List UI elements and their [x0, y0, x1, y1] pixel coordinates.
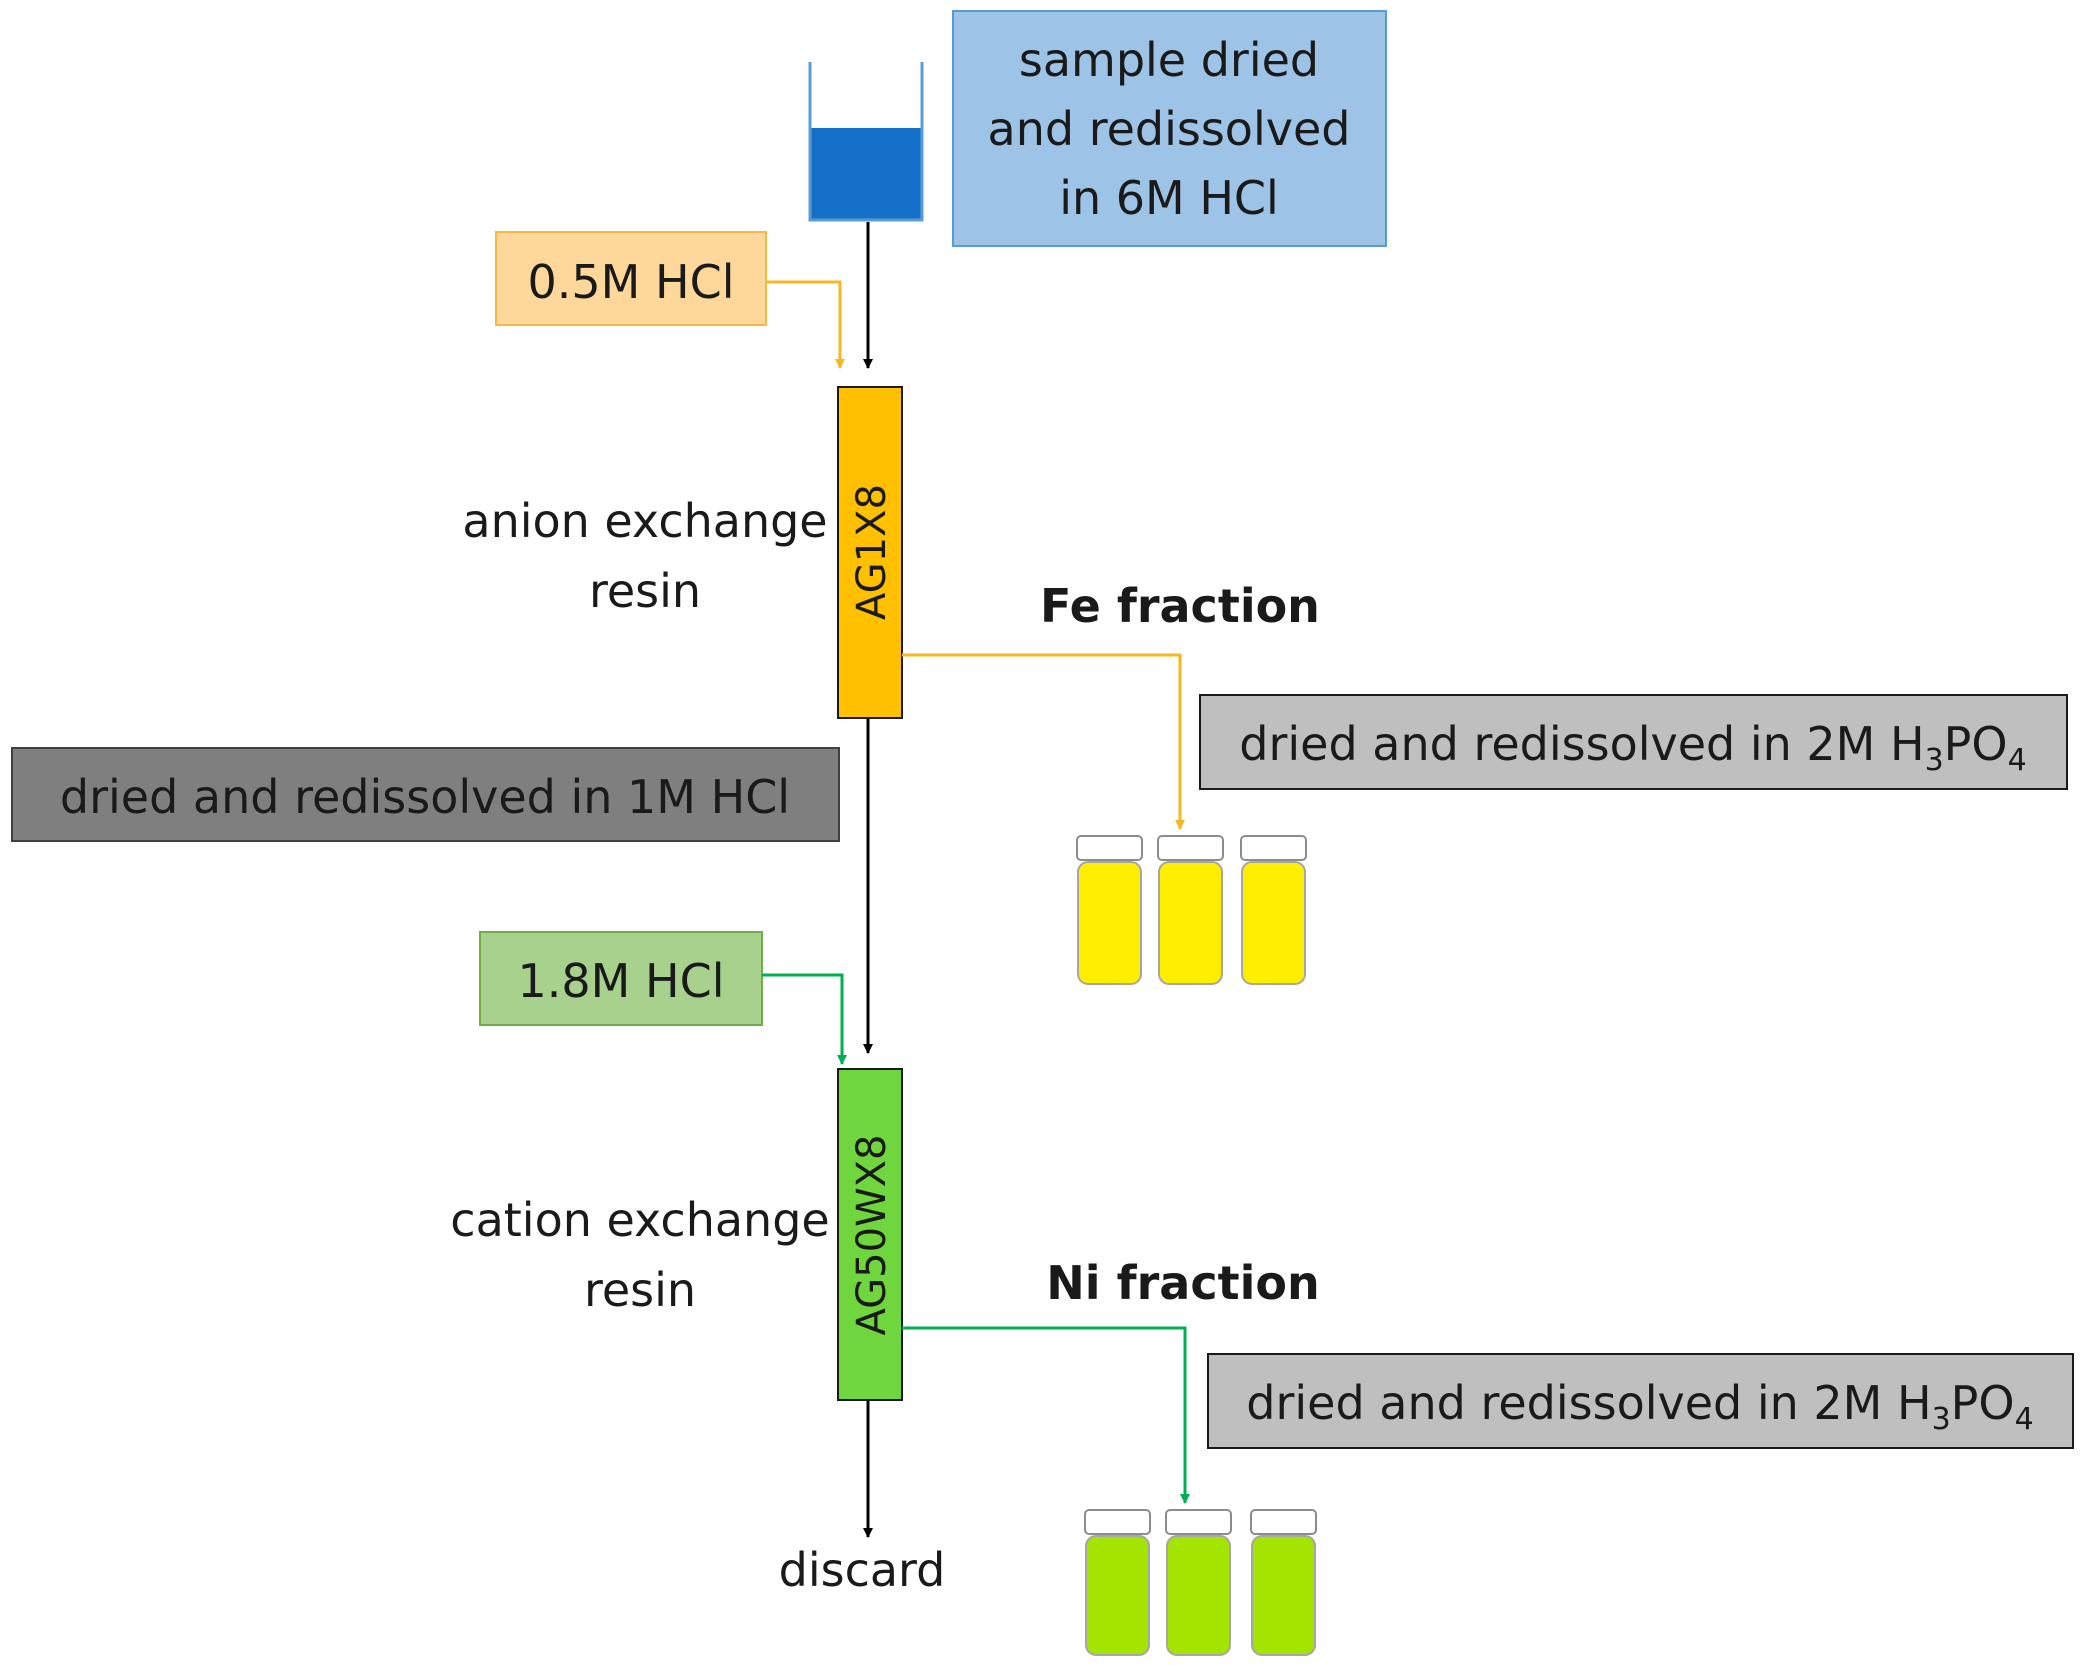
anion-caption-line2: resin: [589, 564, 701, 618]
ni-process-box: [1207, 1353, 2074, 1449]
ni-fraction-arrow: [902, 1326, 1190, 1504]
anion-resin-code: AG1X8: [849, 484, 895, 620]
anion-column-body: [837, 386, 903, 719]
fe-fraction: Fe fraction dried and redissolved in 2M …: [902, 579, 2068, 985]
ni-process-prefix: dried and redissolved in 2M H: [1246, 1376, 1931, 1430]
anion-column: AG1X8 anion exchange resin: [462, 386, 903, 719]
fe-process-prefix: dried and redissolved in 2M H: [1239, 717, 1924, 771]
cation-caption-line1: cation exchange: [450, 1193, 829, 1247]
fe-process-sub1: 3: [1925, 743, 1944, 778]
intermediate-box: dried and redissolved in 1M HCl: [11, 747, 840, 842]
ni-process-mid: PO: [1951, 1376, 2015, 1430]
fe-process-label: dried and redissolved in 2M H3PO4: [1239, 717, 2026, 778]
fe-vial: [1240, 835, 1307, 985]
anion-caption-line1: anion exchange: [462, 494, 827, 548]
fe-process-sub2: 4: [2008, 743, 2027, 778]
eluent-anion-arrow: [766, 280, 845, 369]
fe-vials: [1076, 835, 1307, 985]
cation-column: AG50WX8 cation exchange resin: [450, 1068, 903, 1401]
eluent-cation-arrow: [762, 973, 847, 1065]
discard-label: discard: [779, 1543, 946, 1597]
sample-box-rect: [952, 10, 1387, 247]
eluent-anion-box: [495, 231, 767, 326]
sample-text-line2: and redissolved: [988, 102, 1351, 156]
ni-vial: [1165, 1509, 1232, 1656]
ni-vials: [1084, 1509, 1317, 1656]
cation-caption-line2: resin: [584, 1263, 696, 1317]
beaker-outline: [808, 62, 924, 222]
cation-resin-code: AG50WX8: [849, 1135, 895, 1336]
beaker-liquid: [810, 128, 922, 220]
fe-vial: [1076, 835, 1143, 985]
ni-process-label: dried and redissolved in 2M H3PO4: [1246, 1376, 2033, 1437]
eluent-cation-label: 1.8M HCl: [518, 954, 725, 1008]
fe-process-mid: PO: [1944, 717, 2008, 771]
eluent-anion: 0.5M HCl: [495, 231, 845, 369]
ni-fraction: Ni fraction dried and redissolved in 2M …: [902, 1256, 2074, 1656]
ni-fraction-title: Ni fraction: [1046, 1256, 1319, 1310]
eluent-cation: 1.8M HCl: [479, 931, 847, 1065]
eluent-cation-box: [479, 931, 763, 1026]
intermediate-box-label: dried and redissolved in 1M HCl: [60, 770, 790, 824]
fe-fraction-arrow: [902, 653, 1185, 830]
intermediate-box-rect: [11, 747, 840, 842]
ni-vial: [1250, 1509, 1317, 1656]
fe-fraction-title: Fe fraction: [1040, 579, 1320, 633]
ni-process-sub1: 3: [1932, 1402, 1951, 1437]
fe-process-box: [1199, 694, 2068, 790]
ni-vial: [1084, 1509, 1151, 1656]
ni-process-sub2: 4: [2015, 1402, 2034, 1437]
sample-box: sample dried and redissolved in 6M HCl: [952, 10, 1387, 247]
sample-text-line3: in 6M HCl: [1059, 171, 1279, 225]
fe-vial: [1157, 835, 1224, 985]
sample-beaker: [808, 62, 924, 222]
eluent-anion-label: 0.5M HCl: [528, 255, 735, 309]
cation-column-body: [837, 1068, 903, 1401]
sample-text-line1: sample dried: [1019, 33, 1319, 87]
